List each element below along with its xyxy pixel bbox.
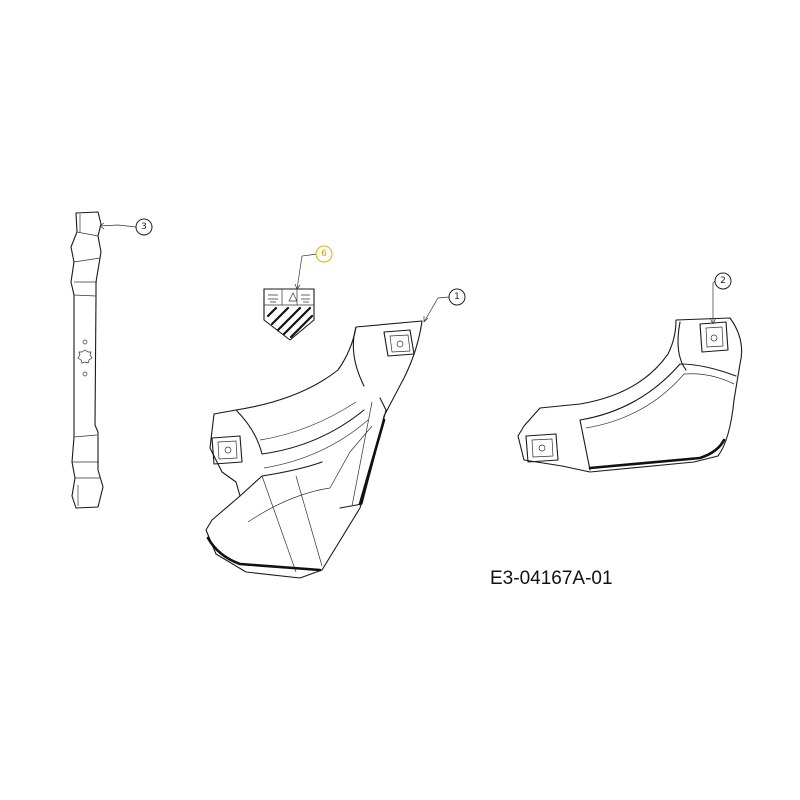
callout-3-number: 3 [141,222,147,232]
callout-1: 1 [423,288,466,323]
diagram-reference-code: E3-04167A-01 [490,568,613,589]
callout-3: 3 [99,218,153,236]
callout-2-circle [714,272,732,290]
grass-deflector-left [205,320,423,579]
callout-2: 2 [709,272,732,325]
warning-label [263,288,315,341]
callout-1-number: 1 [454,292,460,302]
callout-6-number: 6 [321,249,327,259]
warning-label-hatching [266,306,314,339]
mower-blade [70,211,104,509]
callout-1-circle [448,288,466,306]
callout-6-circle [315,245,333,263]
callout-6: 6 [294,245,333,290]
callout-3-circle [135,218,153,236]
callout-2-number: 2 [720,276,726,286]
grass-deflector-right [517,317,743,473]
